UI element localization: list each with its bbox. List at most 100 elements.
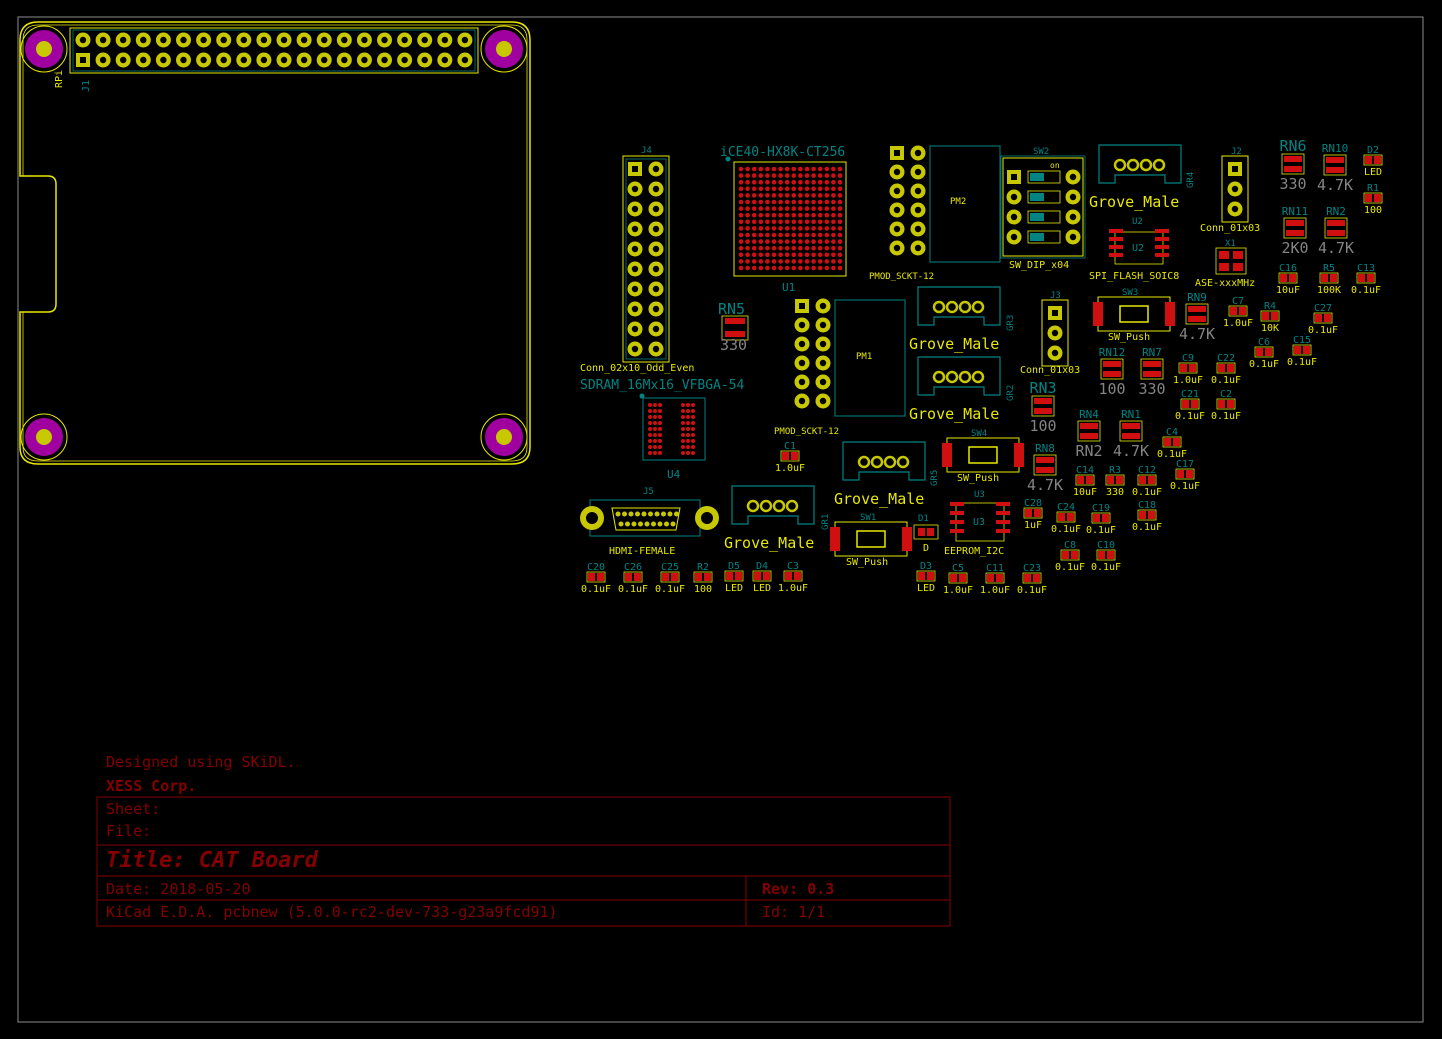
value-gr3: Grove_Male [909, 335, 999, 353]
part-c2[interactable]: C20.1uF [1211, 389, 1241, 422]
value-label: 0.1uF [581, 584, 611, 595]
x1-oscillator[interactable] [1215, 247, 1247, 275]
pad [971, 370, 985, 384]
j2-j3-headers[interactable] [1041, 155, 1249, 367]
pm2-pmod-socket[interactable] [889, 145, 1001, 263]
value-label: 0.1uF [1287, 357, 1317, 368]
u2-flash[interactable] [1109, 229, 1169, 265]
value-label: 1.0uF [980, 585, 1010, 596]
part-c6[interactable]: C60.1uF [1249, 337, 1279, 370]
part-c5[interactable]: C51.0uF [943, 563, 973, 596]
part-c18[interactable]: C18 0.1uF [1132, 500, 1162, 533]
ref-u2-fab: U2 [1132, 243, 1144, 254]
grove-connectors[interactable] [731, 144, 1182, 525]
designed-by-text: Designed using SKiDL. [106, 753, 296, 771]
ref-label: R4 [1264, 301, 1276, 312]
part-c3[interactable]: C31.0uF [778, 561, 808, 594]
date-text: Date: 2018-05-20 [106, 880, 251, 898]
value-label: 4.7K [1317, 176, 1353, 194]
part-c4[interactable]: C40.1uF [1157, 427, 1187, 460]
value-label: 330 [1279, 175, 1306, 193]
mounting-holes [20, 25, 528, 461]
part-c7[interactable]: C71.0uF [1223, 296, 1253, 329]
part-c9[interactable]: C91.0uF [1173, 353, 1203, 386]
svg-text:on: on [1050, 161, 1060, 170]
pad [1152, 158, 1166, 172]
part-c8[interactable]: C80.1uF [1055, 540, 1085, 573]
value-label: 1.0uF [1223, 318, 1253, 329]
d1-diode[interactable] [913, 524, 939, 540]
ref-x1: X1 [1225, 239, 1236, 249]
part-c1[interactable]: C11.0uF [775, 441, 805, 474]
push-outline [1097, 296, 1171, 332]
value-label: 4.7K [1113, 442, 1149, 460]
push-switches[interactable] [830, 296, 1175, 557]
grove-outline [917, 286, 1001, 326]
ref-gr1: GR1 [821, 514, 831, 530]
u1-fpga[interactable] [725, 156, 847, 277]
value-label: 0.1uF [1170, 481, 1200, 492]
value-label: 100 [1364, 205, 1382, 216]
pm1-pmod-socket[interactable] [794, 298, 906, 417]
u4-sdram[interactable] [639, 393, 706, 461]
j5-hdmi[interactable] [580, 499, 719, 537]
value-pm2: PMOD_SCKT-12 [869, 272, 934, 282]
ref-gr5: GR5 [930, 470, 940, 486]
ref-label: C6 [1258, 337, 1270, 348]
value-label: 0.1uF [1132, 522, 1162, 533]
ref-label: C19 [1092, 503, 1110, 514]
u3-eeprom[interactable] [950, 502, 1010, 542]
value-sw3: SW_Push [1108, 332, 1150, 343]
ref-label: R5 [1323, 263, 1335, 274]
ref-label: C18 [1138, 500, 1156, 511]
pad [896, 455, 910, 469]
j4-header[interactable] [622, 155, 670, 363]
drawing-frame [17, 16, 1424, 1023]
push-outline [946, 437, 1020, 473]
ref-j4: J4 [641, 146, 652, 156]
ref-label: C10 [1097, 540, 1115, 551]
rn5[interactable] [721, 315, 749, 341]
sw2-dip-switch[interactable]: on [1000, 155, 1086, 259]
